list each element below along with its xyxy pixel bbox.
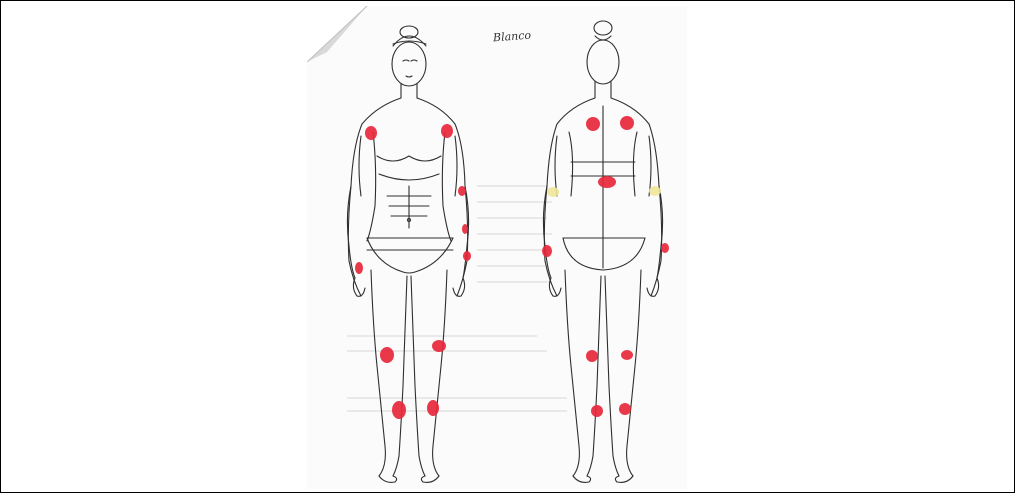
marker-front-right-knee [380, 347, 394, 363]
marker-back-left-elbow-yellow [547, 187, 559, 197]
marker-back-left-knee [586, 350, 598, 362]
marker-back-left-shoulder [586, 117, 600, 131]
marker-back-right-wrist [661, 243, 669, 253]
marker-front-left-shin [427, 400, 439, 416]
marker-back-right-knee [621, 350, 633, 360]
marker-front-left-elbow [458, 186, 466, 196]
marker-back-right-calf [619, 403, 631, 415]
marker-front-left-wrist [463, 251, 471, 261]
marker-back-right-shoulder [620, 116, 634, 130]
marker-back-left-calf [591, 405, 603, 417]
marker-front-left-knee [432, 340, 446, 352]
marker-front-right-shin [392, 401, 406, 419]
marker-front-left-forearm [462, 224, 468, 234]
body-chart-sheet: Blanco [307, 6, 687, 489]
marker-front-left-shoulder [441, 124, 453, 138]
marker-back-left-wrist [542, 245, 552, 257]
marker-front-right-wrist [355, 262, 363, 274]
marker-back-lower-back [598, 176, 616, 188]
marker-back-right-elbow-yellow [649, 186, 661, 196]
pain-markers [307, 6, 687, 489]
marker-front-right-shoulder [365, 126, 377, 140]
